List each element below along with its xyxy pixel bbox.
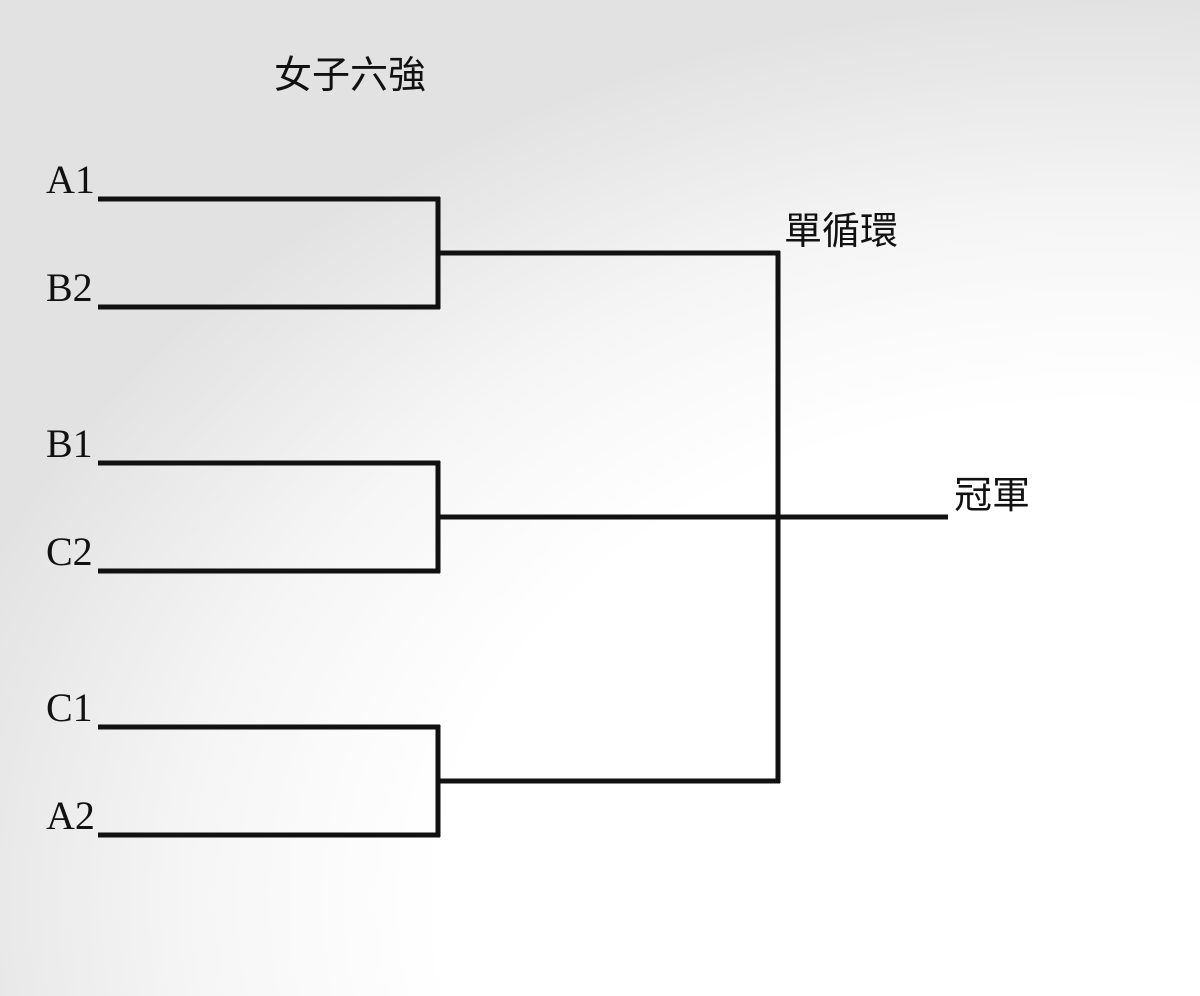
team-label-5: C1 <box>46 685 93 730</box>
team-label-2: B2 <box>46 265 93 310</box>
team-label-4: C2 <box>46 529 93 574</box>
champion-label: 冠軍 <box>954 473 1031 517</box>
team-label-1: A1 <box>46 157 95 202</box>
round-robin-label: 單循環 <box>784 209 899 253</box>
diagram-title: 女子六強 <box>274 53 427 97</box>
team-label-6: A2 <box>46 793 95 838</box>
team-label-3: B1 <box>46 421 93 466</box>
